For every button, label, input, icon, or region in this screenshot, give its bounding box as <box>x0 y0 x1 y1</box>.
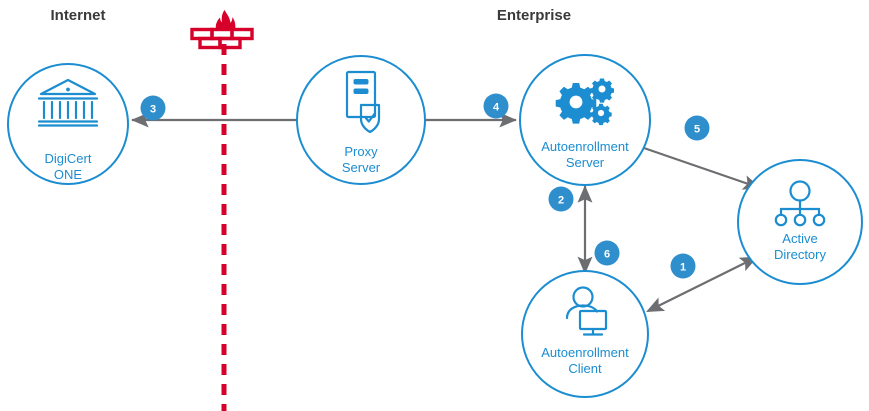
node-circle-digicert-one[interactable] <box>7 63 129 185</box>
flow-line-1-aeclient-to-ad <box>646 256 758 312</box>
node-label-digicert-one-line1: DigiCert <box>45 151 92 166</box>
step-badge-5[interactable]: 5 <box>684 115 710 141</box>
bank-building-icon <box>37 78 99 127</box>
firewall-icon <box>190 10 254 50</box>
node-proxy-server[interactable]: Proxy Server <box>296 55 426 185</box>
step-badge-3[interactable]: 3 <box>140 95 166 121</box>
step-badge-3-label: 3 <box>150 104 156 116</box>
server-shield-icon <box>345 70 381 134</box>
node-active-directory[interactable]: Active Directory <box>737 159 863 285</box>
firewall-flame-icon <box>215 10 236 30</box>
step-badge-5-label: 5 <box>694 124 700 136</box>
step-badge-6[interactable]: 6 <box>594 240 620 266</box>
org-tree-icon <box>774 180 826 227</box>
step-badge-1-label: 1 <box>680 262 686 274</box>
node-label-digicert-one-line2: ONE <box>54 167 83 182</box>
step-badge-4-label: 4 <box>493 102 500 114</box>
step-badge-4[interactable]: 4 <box>483 93 509 119</box>
step-badge-4-circle[interactable] <box>483 93 509 119</box>
node-label-autoenrollment-client-line1: Autoenrollment <box>541 345 629 360</box>
node-label-proxy-server-line2: Server <box>342 160 381 175</box>
node-label-autoenrollment-server-line1: Autoenrollment <box>541 139 629 154</box>
node-digicert-one[interactable]: DigiCert ONE <box>7 63 129 185</box>
step-badge-6-label: 6 <box>604 249 610 261</box>
node-autoenrollment-client[interactable]: Autoenrollment Client <box>521 270 649 398</box>
flow-line-5-aeserver-to-ad <box>640 145 761 190</box>
node-circle-autoenrollment-server[interactable] <box>519 54 651 186</box>
firewall-boundary <box>190 10 254 411</box>
zone-label-internet: Internet <box>50 7 105 24</box>
node-circle-active-directory[interactable] <box>737 159 863 285</box>
step-badge-1-circle[interactable] <box>670 253 696 279</box>
node-label-proxy-server-line1: Proxy <box>344 144 378 159</box>
step-badge-5-circle[interactable] <box>684 115 710 141</box>
step-badge-3-circle[interactable] <box>140 95 166 121</box>
step-badge-2-circle[interactable] <box>548 186 574 212</box>
node-label-active-directory-line2: Directory <box>774 247 827 262</box>
node-label-autoenrollment-client-line2: Client <box>568 361 602 376</box>
node-label-active-directory-line1: Active <box>782 231 817 246</box>
node-label-autoenrollment-server-line2: Server <box>566 155 605 170</box>
user-computer-icon <box>565 286 608 336</box>
step-badge-2-label: 2 <box>558 195 564 207</box>
gears-icon <box>555 78 615 126</box>
zone-label-enterprise: Enterprise <box>497 7 571 24</box>
node-autoenrollment-server[interactable]: Autoenrollment Server <box>519 54 651 186</box>
step-badge-6-circle[interactable] <box>594 240 620 266</box>
step-badge-2[interactable]: 2 <box>548 186 574 212</box>
step-badge-1[interactable]: 1 <box>670 253 696 279</box>
